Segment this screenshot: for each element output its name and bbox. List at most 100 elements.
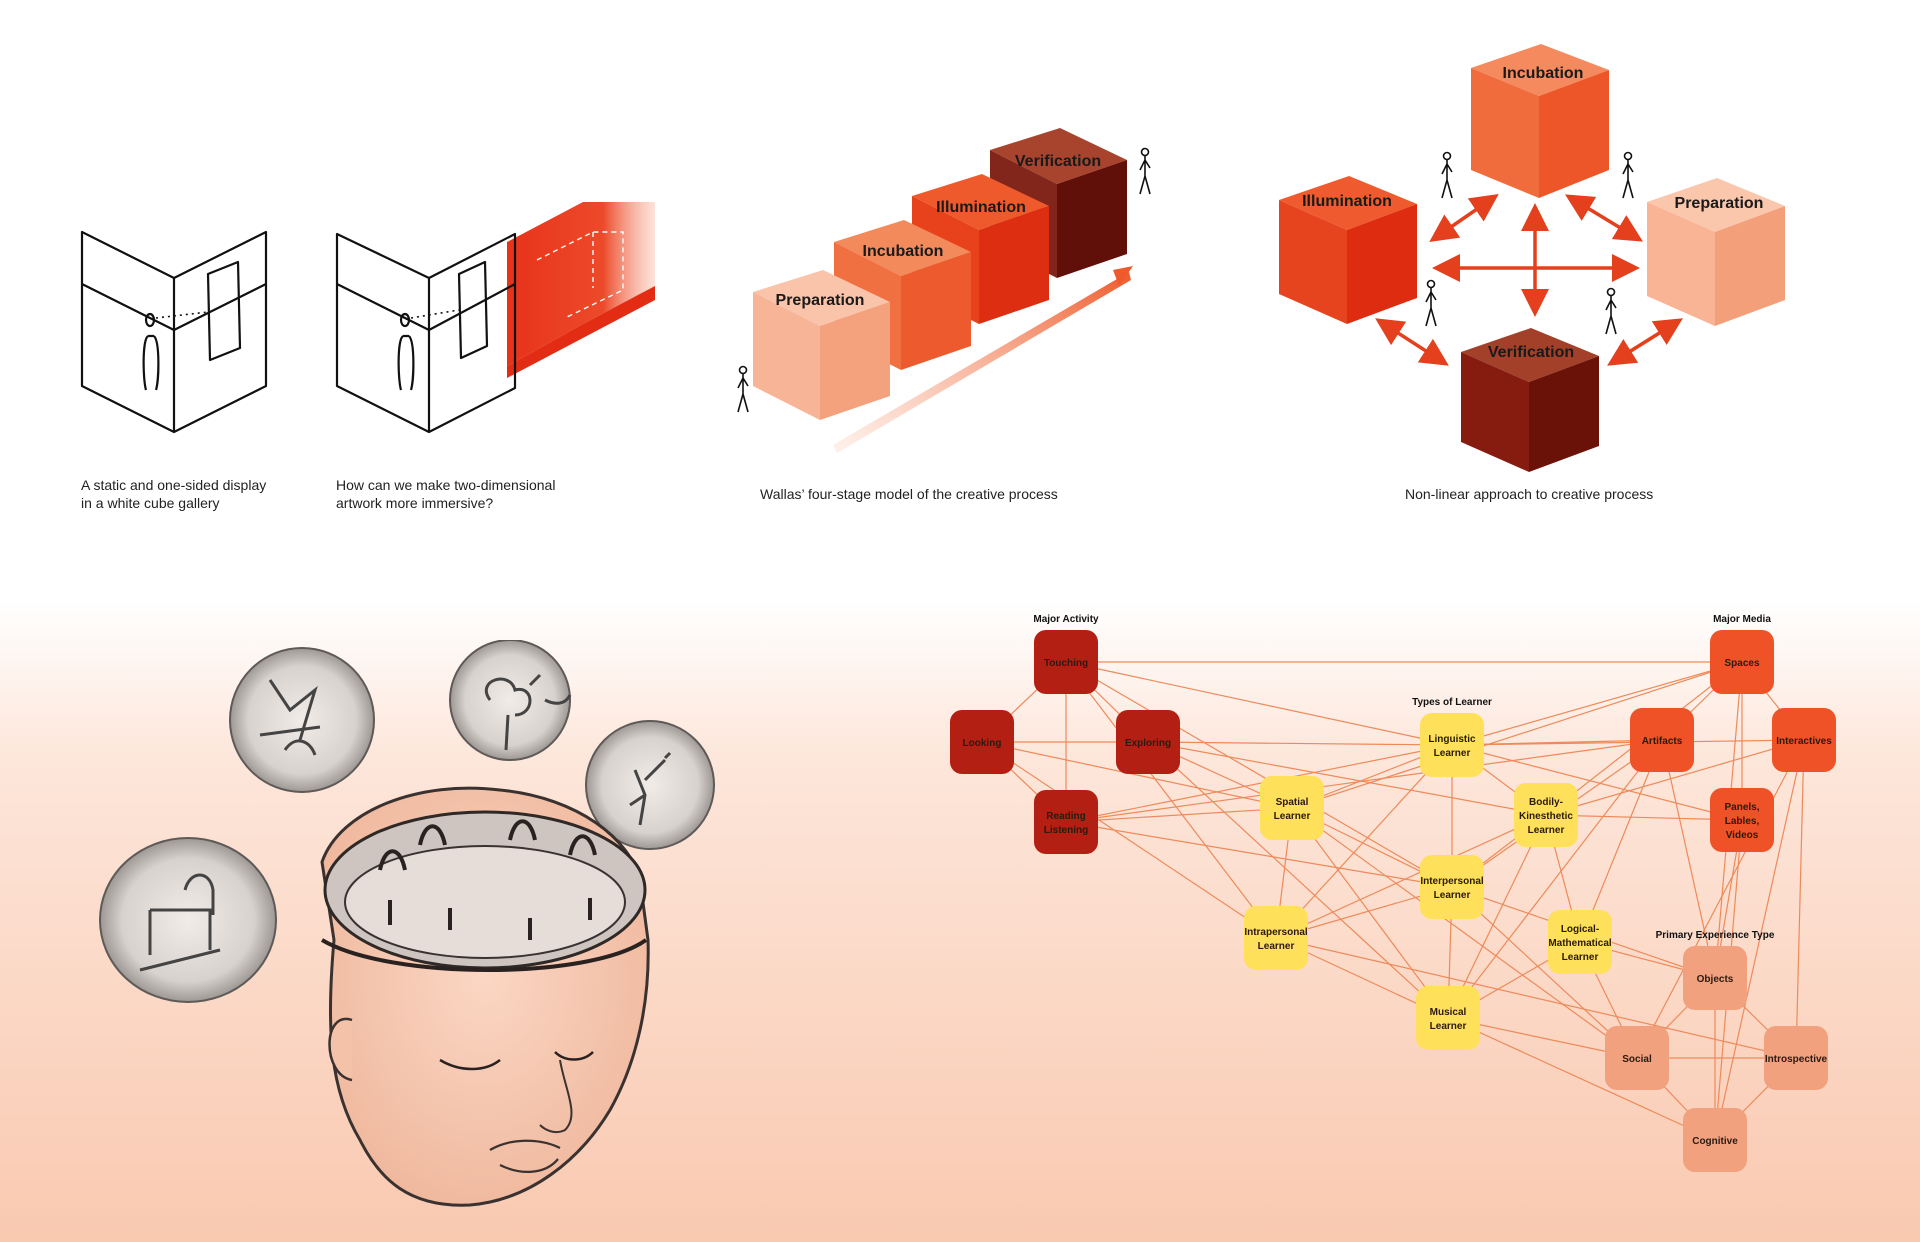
network-edge xyxy=(1065,739,1663,823)
cube-incubation-top: Incubation xyxy=(1471,44,1609,198)
caption-gallery-static: A static and one-sided display in a whit… xyxy=(81,477,267,511)
node-label: Objects xyxy=(1697,974,1734,985)
node-box xyxy=(1683,946,1747,1010)
network-edge xyxy=(1065,821,1453,888)
network-edge xyxy=(1065,661,1277,939)
cube-verification-bottom: Verification xyxy=(1461,328,1599,472)
node-box xyxy=(1034,790,1098,854)
cube-preparation-right: Preparation xyxy=(1647,178,1785,326)
network-edge xyxy=(1545,814,1743,821)
node-box xyxy=(1420,855,1484,919)
wallas-model-diagram: Verification Illumination Incubation Pre… xyxy=(737,128,1151,453)
node-label: Learner xyxy=(1434,890,1471,901)
network-edge xyxy=(1065,744,1453,823)
node-panels: Panels,Lables,Videos xyxy=(1710,788,1774,852)
node-label: Spatial xyxy=(1276,797,1309,808)
caption-wallas: Wallas’ four-stage model of the creative… xyxy=(760,486,1058,502)
node-box xyxy=(1764,1026,1828,1090)
svg-text:Incubation: Incubation xyxy=(863,243,944,260)
node-touching: Touching xyxy=(1034,630,1098,694)
node-box xyxy=(1514,783,1578,847)
node-label: Reading xyxy=(1046,811,1085,822)
node-exploring: Exploring xyxy=(1116,710,1180,774)
node-cognitive: Cognitive xyxy=(1683,1108,1747,1172)
network-edge xyxy=(1545,739,1805,816)
cube-illumination-left: Illumination xyxy=(1279,176,1417,324)
node-label: Looking xyxy=(963,738,1002,749)
node-label: Learner xyxy=(1274,811,1311,822)
node-box xyxy=(950,710,1014,774)
heading-major-media: Major Media xyxy=(1713,614,1771,625)
svg-text:Verification: Verification xyxy=(1015,153,1101,170)
walking-figure-icon xyxy=(1139,147,1151,195)
gallery-immersive-sketch xyxy=(335,202,655,434)
network-edge xyxy=(1147,741,1449,1019)
network-edge xyxy=(1451,886,1638,1059)
node-label: Linguistic xyxy=(1428,734,1476,745)
network-edge xyxy=(1447,814,1547,1019)
node-label: Learner xyxy=(1434,748,1471,759)
node-spaces: Spaces xyxy=(1710,630,1774,694)
svg-text:Incubation: Incubation xyxy=(1503,65,1584,82)
network-edge xyxy=(981,741,1277,939)
svg-text:Illumination: Illumination xyxy=(936,199,1026,216)
node-label: Introspective xyxy=(1765,1054,1828,1065)
node-label: Listening xyxy=(1044,825,1088,836)
node-box xyxy=(1260,776,1324,840)
walking-figure-icon xyxy=(1622,151,1634,199)
node-label: Artifacts xyxy=(1642,736,1683,747)
heading-major-activity: Major Activity xyxy=(1033,614,1099,625)
node-interactives: Interactives xyxy=(1772,708,1836,772)
network-edge xyxy=(1795,739,1805,1059)
network-edge xyxy=(1147,741,1453,746)
nonlinear-diagram: Incubation Illumination Preparation Veri… xyxy=(1279,44,1785,472)
node-label: Interactives xyxy=(1776,736,1832,747)
node-label: Learner xyxy=(1562,952,1599,963)
walking-figure-icon xyxy=(1605,287,1617,335)
network-edge xyxy=(1065,661,1453,888)
network-edge xyxy=(1065,661,1453,746)
network-edge xyxy=(1275,937,1797,1059)
network-edge xyxy=(1147,741,1547,816)
node-label: Touching xyxy=(1044,658,1088,669)
network-edge xyxy=(1451,661,1743,746)
node-box xyxy=(1772,708,1836,772)
node-label: Kinesthetic xyxy=(1519,811,1573,822)
walking-figure-icon xyxy=(737,365,749,413)
network-edge xyxy=(981,741,1293,809)
network-edge xyxy=(1291,661,1743,809)
head-illustration xyxy=(99,640,715,1207)
node-label: Learner xyxy=(1528,825,1565,836)
walking-figure-icon xyxy=(1441,151,1453,199)
node-box xyxy=(1548,910,1612,974)
svg-text:Illumination: Illumination xyxy=(1302,193,1392,210)
gallery-static-sketch xyxy=(80,230,268,434)
node-label: Interpersonal xyxy=(1420,876,1484,887)
network-edge xyxy=(1447,739,1663,1019)
network-edge xyxy=(1447,1017,1716,1141)
node-looking: Looking xyxy=(950,710,1014,774)
thought-bubble xyxy=(585,720,715,850)
network-edge xyxy=(1065,807,1293,823)
network-edge xyxy=(1275,744,1453,939)
node-label: Panels, xyxy=(1724,802,1759,813)
heading-primary-experience-type: Primary Experience Type xyxy=(1656,930,1775,941)
node-label: Musical xyxy=(1430,1007,1467,1018)
node-objects: Objects xyxy=(1683,946,1747,1010)
network-edge xyxy=(1291,807,1638,1059)
node-label: Cognitive xyxy=(1692,1136,1738,1147)
caption-nonlinear: Non-linear approach to creative process xyxy=(1405,486,1654,502)
network-edge xyxy=(1636,739,1805,1059)
thought-bubble xyxy=(449,640,572,761)
node-label: Lables, xyxy=(1725,816,1760,827)
node-label: Learner xyxy=(1258,941,1295,952)
node-label: Social xyxy=(1622,1054,1652,1065)
node-label: Exploring xyxy=(1125,738,1171,749)
